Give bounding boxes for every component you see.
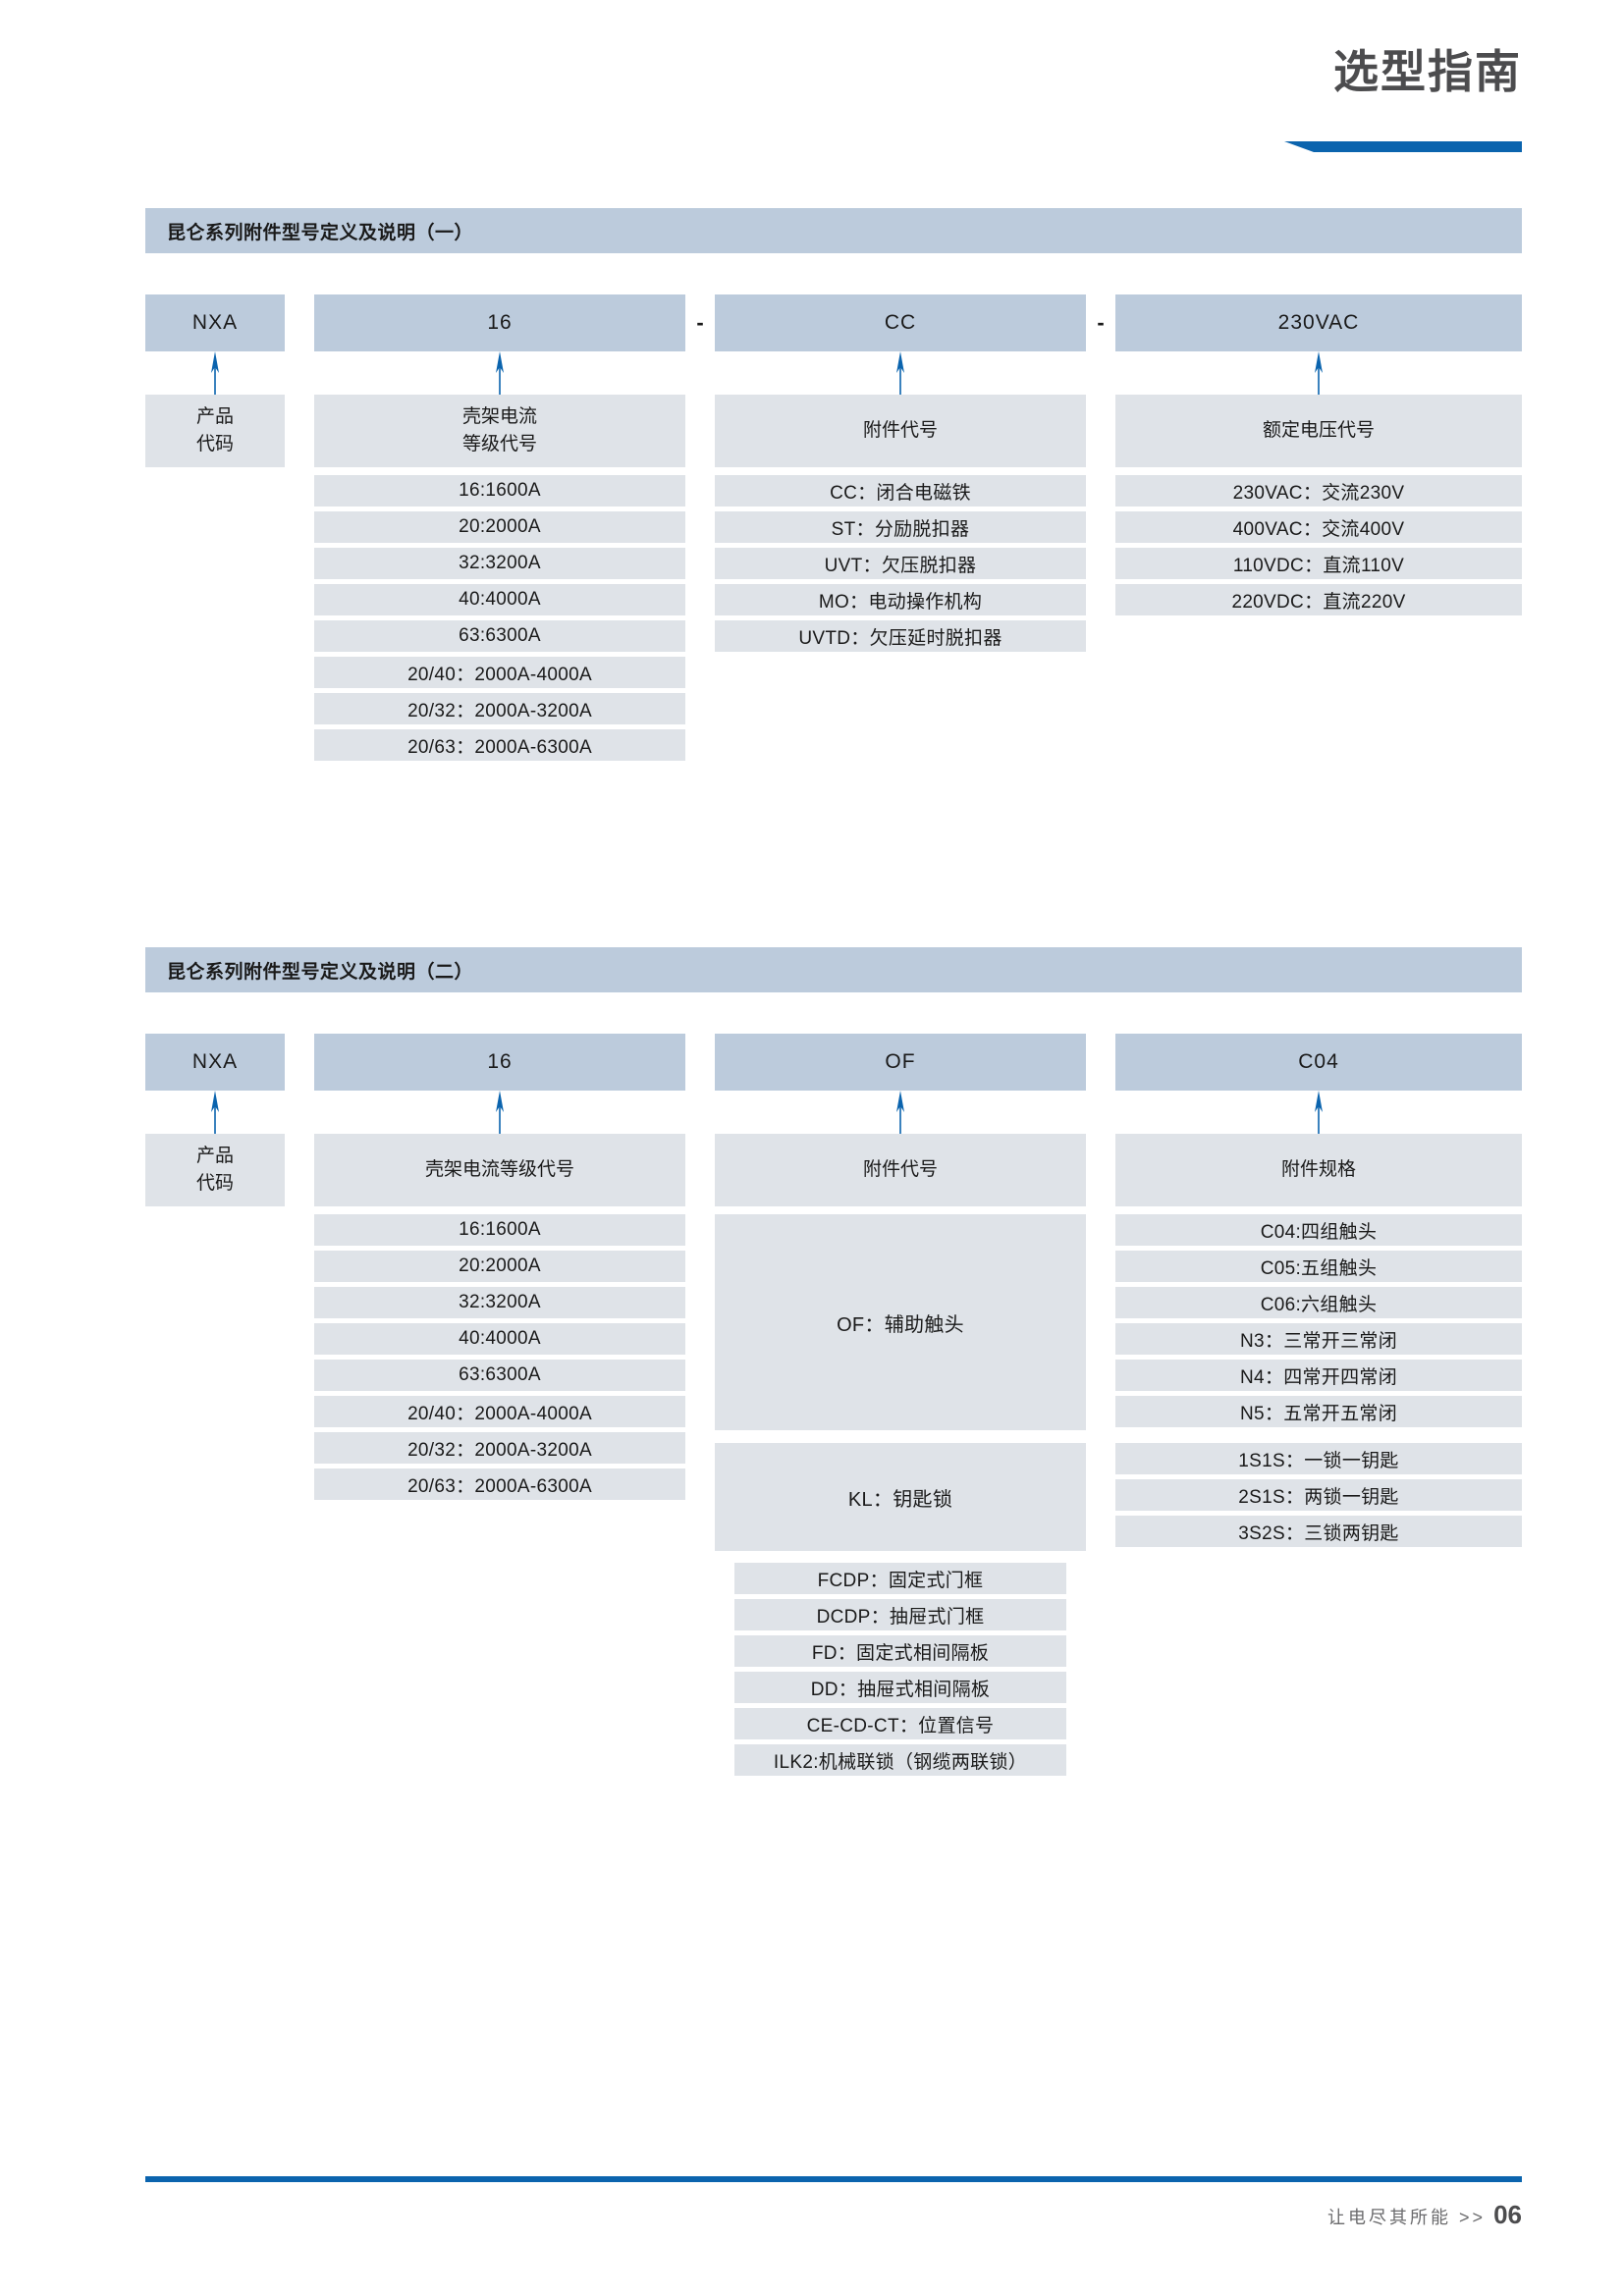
code-box-frame-current-2: 16 [314, 1034, 685, 1091]
section-1-heading: 昆仑系列附件型号定义及说明（一） [145, 208, 1522, 253]
chip-frame-current-3: 40:4000A [314, 584, 685, 615]
code-box-accessory-code-2: OF [715, 1034, 1086, 1091]
section-1-label-row: 产品 代码 壳架电流 等级代号 附件代号 额定电压代号 [145, 395, 1522, 467]
footer-accent-rule [145, 2176, 1522, 2182]
chip-voltage-code-1: 400VAC：交流400V [1115, 511, 1522, 543]
footer-separator: >> [1459, 2208, 1487, 2227]
section-2-code-row: NXA 16 OF C04 [145, 1034, 1522, 1091]
arrow-up-icon-accessory-code-2 [894, 1091, 906, 1134]
code-box-product-2: NXA [145, 1034, 285, 1091]
arrow-up-icon-product [209, 351, 221, 395]
code-separator-dash-1: - [696, 310, 704, 335]
chip-frame-current-2: 32:3200A [314, 548, 685, 579]
header-accent-rule [145, 141, 1522, 152]
chip-frame-current-2-7: 20/63：2000A-6300A [314, 1468, 685, 1500]
label-product-code-2: 产品 代码 [145, 1134, 285, 1206]
label-product-code: 产品 代码 [145, 395, 285, 467]
chip-voltage-code-3: 220VDC：直流220V [1115, 584, 1522, 615]
section-2-heading: 昆仑系列附件型号定义及说明（二） [145, 947, 1522, 992]
label-product-code-2-line2: 代码 [195, 1173, 234, 1194]
chip-frame-current-2-2: 32:3200A [314, 1287, 685, 1318]
code-box-frame-current: 16 [314, 294, 685, 351]
chip-lock-spec-2: 3S2S：三锁两钥匙 [1115, 1516, 1522, 1547]
arrow-up-icon-voltage-code [1313, 351, 1325, 395]
label-voltage-code: 额定电压代号 [1115, 395, 1522, 467]
chip-accessory-code-2: UVT：欠压脱扣器 [715, 548, 1086, 579]
page-number: 06 [1493, 2200, 1522, 2229]
arrow-up-icon-frame-current-2 [494, 1091, 506, 1134]
chip-voltage-code-2: 110VDC：直流110V [1115, 548, 1522, 579]
code-separator-dash-2: - [1097, 310, 1105, 335]
section-2-label-row: 产品 代码 壳架电流等级代号 附件代号 附件规格 [145, 1134, 1522, 1206]
chip-lock-spec-1: 2S1S：两锁一钥匙 [1115, 1479, 1522, 1511]
code-box-product: NXA [145, 294, 285, 351]
code-box-accessory-code: CC [715, 294, 1086, 351]
chip-accessory-spec-0: C04:四组触头 [1115, 1214, 1522, 1246]
chip-frame-current-4: 63:6300A [314, 620, 685, 652]
code-box-voltage-code: 230VAC [1115, 294, 1522, 351]
chip-accessory-spec-5: N5：五常开五常闭 [1115, 1396, 1522, 1427]
chip-accessory-code-2-0: FCDP：固定式门框 [734, 1563, 1066, 1594]
label-frame-current-code-2: 壳架电流等级代号 [314, 1134, 685, 1206]
label-frame-current-line2: 等级代号 [461, 434, 537, 454]
chip-accessory-code-2-5: ILK2:机械联锁（钢缆两联锁） [734, 1744, 1066, 1776]
chip-accessory-spec-2: C06:六组触头 [1115, 1287, 1522, 1318]
chip-accessory-code-2-4: CE-CD-CT：位置信号 [734, 1708, 1066, 1739]
section-accessory-model-part-1: 昆仑系列附件型号定义及说明（一） NXA 16 - CC - 230VAC 产品… [145, 208, 1522, 799]
label-accessory-code-2: 附件代号 [715, 1134, 1086, 1206]
page-footer: 让电尽其所能 >> 06 [0, 2149, 1624, 2296]
chip-frame-current-7: 20/63：2000A-6300A [314, 729, 685, 761]
code-box-accessory-spec: C04 [1115, 1034, 1522, 1091]
chip-frame-current-2-0: 16:1600A [314, 1214, 685, 1246]
chip-accessory-group-of: OF：辅助触头 [715, 1214, 1086, 1430]
arrow-up-icon-accessory-spec [1313, 1091, 1325, 1134]
chip-accessory-code-0: CC：闭合电磁铁 [715, 475, 1086, 507]
page-header: 选型指南 [0, 0, 1624, 167]
chip-accessory-code-4: UVTD：欠压延时脱扣器 [715, 620, 1086, 652]
chip-frame-current-2-1: 20:2000A [314, 1251, 685, 1282]
chip-voltage-code-0: 230VAC：交流230V [1115, 475, 1522, 507]
chip-lock-spec-0: 1S1S：一锁一钥匙 [1115, 1443, 1522, 1474]
label-product-code-line1: 产品 [195, 406, 234, 428]
section-accessory-model-part-2: 昆仑系列附件型号定义及说明（二） NXA 16 OF C04 产品 代码 壳架电… [145, 947, 1522, 1931]
chip-accessory-spec-3: N3：三常开三常闭 [1115, 1323, 1522, 1355]
section-1-code-row: NXA 16 - CC - 230VAC [145, 294, 1522, 351]
chip-accessory-group-kl: KL：钥匙锁 [715, 1443, 1086, 1551]
chip-frame-current-2-4: 63:6300A [314, 1360, 685, 1391]
chip-accessory-spec-1: C05:五组触头 [1115, 1251, 1522, 1282]
arrow-up-icon-product-2 [209, 1091, 221, 1134]
arrow-up-icon-accessory-code [894, 351, 906, 395]
chip-accessory-spec-4: N4：四常开四常闭 [1115, 1360, 1522, 1391]
chip-frame-current-0: 16:1600A [314, 475, 685, 507]
chip-frame-current-2-3: 40:4000A [314, 1323, 685, 1355]
page-title: 选型指南 [1333, 46, 1522, 97]
label-product-code-2-line1: 产品 [195, 1146, 234, 1167]
label-frame-current-line1: 壳架电流 [461, 406, 537, 428]
chip-accessory-code-2-3: DD：抽屉式相间隔板 [734, 1672, 1066, 1703]
chip-frame-current-2-6: 20/32：2000A-3200A [314, 1432, 685, 1464]
label-accessory-code: 附件代号 [715, 395, 1086, 467]
footer-slogan: 让电尽其所能 [1327, 2208, 1452, 2227]
chip-accessory-code-1: ST：分励脱扣器 [715, 511, 1086, 543]
label-frame-current-code: 壳架电流 等级代号 [314, 395, 685, 467]
arrow-up-icon-frame-current [494, 351, 506, 395]
chip-frame-current-5: 20/40：2000A-4000A [314, 657, 685, 688]
footer-slogan-and-page: 让电尽其所能 >> 06 [1327, 2200, 1522, 2230]
chip-accessory-code-2-2: FD：固定式相间隔板 [734, 1635, 1066, 1667]
chip-frame-current-1: 20:2000A [314, 511, 685, 543]
label-product-code-line2: 代码 [195, 434, 234, 454]
chip-accessory-code-3: MO：电动操作机构 [715, 584, 1086, 615]
label-accessory-spec: 附件规格 [1115, 1134, 1522, 1206]
chip-frame-current-2-5: 20/40：2000A-4000A [314, 1396, 685, 1427]
chip-accessory-code-2-1: DCDP：抽屉式门框 [734, 1599, 1066, 1630]
chip-frame-current-6: 20/32：2000A-3200A [314, 693, 685, 724]
